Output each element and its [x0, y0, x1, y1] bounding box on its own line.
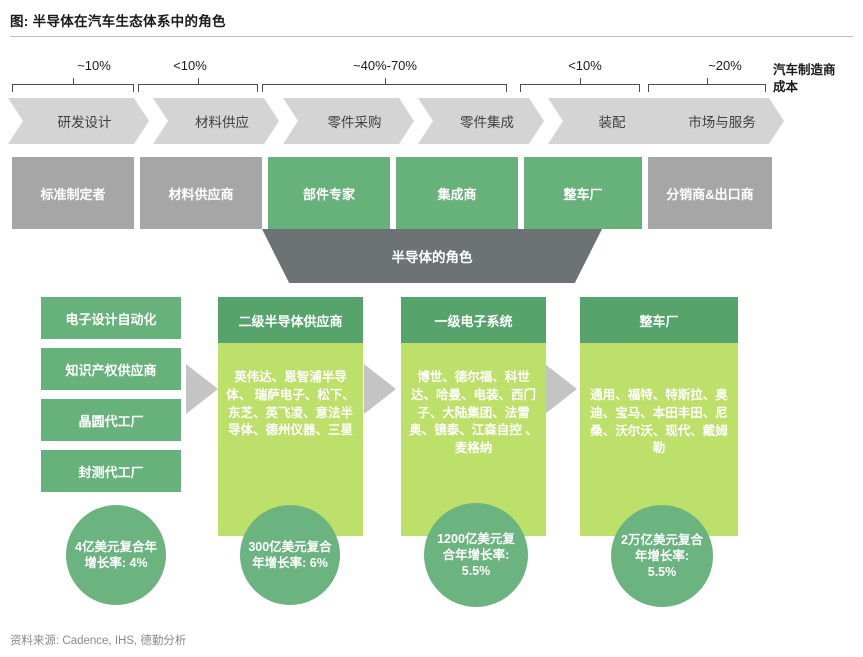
value-chain-chevrons: 研发设计 材料供应 零件采购 零件集成 装配 市场与服务 — [8, 98, 856, 144]
bracket-4 — [648, 78, 766, 92]
chevron-stage-4[interactable]: 装配 — [548, 98, 664, 144]
flow-arrow-3-icon — [545, 364, 577, 414]
ap-test-foundry-box[interactable]: 封测代工厂 — [41, 450, 181, 492]
tier2-semi-supplier-column[interactable]: 二级半导体供应商 英伟达、恩智浦半导体、 瑞萨电子、松下、东芝、英飞凌、意法半导… — [218, 297, 363, 536]
tier2-semi-supplier-companies: 英伟达、恩智浦半导体、 瑞萨电子、松下、东芝、英飞凌、意法半导体、德州仪器、三星 — [218, 343, 363, 536]
bracket-2 — [262, 78, 507, 92]
chevron-stage-2[interactable]: 零件采购 — [283, 98, 414, 144]
role-box-integrator[interactable]: 集成商 — [396, 157, 518, 229]
flow-arrow-2-icon — [364, 364, 396, 414]
chevron-stage-1[interactable]: 材料供应 — [153, 98, 279, 144]
chevron-stage-0[interactable]: 研发设计 — [8, 98, 149, 144]
source-note: 资料来源: Cadence, IHS, 德勤分析 — [10, 635, 187, 647]
bracket-1 — [138, 78, 258, 92]
metric-circle-2: 1200亿美元复合年增长率: 5.5% — [424, 503, 528, 607]
percent-label-2: ~40%-70% — [353, 58, 417, 73]
bracket-0 — [12, 78, 134, 92]
flow-arrow-1-icon — [186, 364, 218, 414]
role-box-component-specialist[interactable]: 部件专家 — [268, 157, 390, 229]
role-box-oem[interactable]: 整车厂 — [524, 157, 642, 229]
metric-circle-0: 4亿美元复合年增长率: 4% — [66, 505, 166, 605]
percent-label-0: ~10% — [77, 58, 111, 73]
metric-circle-1: 300亿美元复合年增长率: 6% — [240, 505, 340, 605]
semiconductor-role-label: 半导体的角色 — [391, 250, 473, 265]
percent-label-1: <10% — [173, 58, 207, 73]
automaker-cost-line2: 成本 — [773, 79, 799, 94]
metric-circle-3: 2万亿美元复合年增长率: 5.5% — [611, 505, 713, 607]
oem-header: 整车厂 — [580, 297, 738, 343]
tier2-semi-supplier-header: 二级半导体供应商 — [218, 297, 363, 343]
page-title: 图: 半导体在汽车生态体系中的角色 — [10, 14, 226, 29]
role-box-standards-setter[interactable]: 标准制定者 — [12, 157, 134, 229]
percent-label-3: <10% — [568, 58, 602, 73]
tier1-electronics-header: 一级电子系统 — [401, 297, 546, 343]
semiconductor-role-banner: 半导体的角色 — [262, 229, 602, 283]
eda-box[interactable]: 电子设计自动化 — [41, 297, 181, 339]
oem-column[interactable]: 整车厂 通用、福特、特斯拉、奥迪、宝马、本田丰田、尼桑、沃尔沃、现代、戴姆勒 — [580, 297, 738, 536]
chevron-stage-5[interactable]: 市场与服务 — [648, 98, 784, 144]
role-box-material-supplier[interactable]: 材料供应商 — [140, 157, 262, 229]
tier1-electronics-column[interactable]: 一级电子系统 博世、德尔福、科世达、哈曼、电装、西门子、大陆集团、法雷奥、镜泰、… — [401, 297, 546, 536]
role-box-distributor-exporter[interactable]: 分销商&出口商 — [648, 157, 772, 229]
oem-companies: 通用、福特、特斯拉、奥迪、宝马、本田丰田、尼桑、沃尔沃、现代、戴姆勒 — [580, 343, 738, 536]
chevron-stage-3[interactable]: 零件集成 — [418, 98, 544, 144]
ip-supplier-box[interactable]: 知识产权供应商 — [41, 348, 181, 390]
automaker-cost-line1: 汽车制造商 — [773, 63, 836, 77]
automaker-cost-label: 汽车制造商 成本 — [773, 62, 859, 96]
wafer-foundry-box[interactable]: 晶圆代工厂 — [41, 399, 181, 441]
title-divider — [10, 36, 853, 37]
bracket-3 — [520, 78, 640, 92]
percent-label-4: ~20% — [708, 58, 742, 73]
